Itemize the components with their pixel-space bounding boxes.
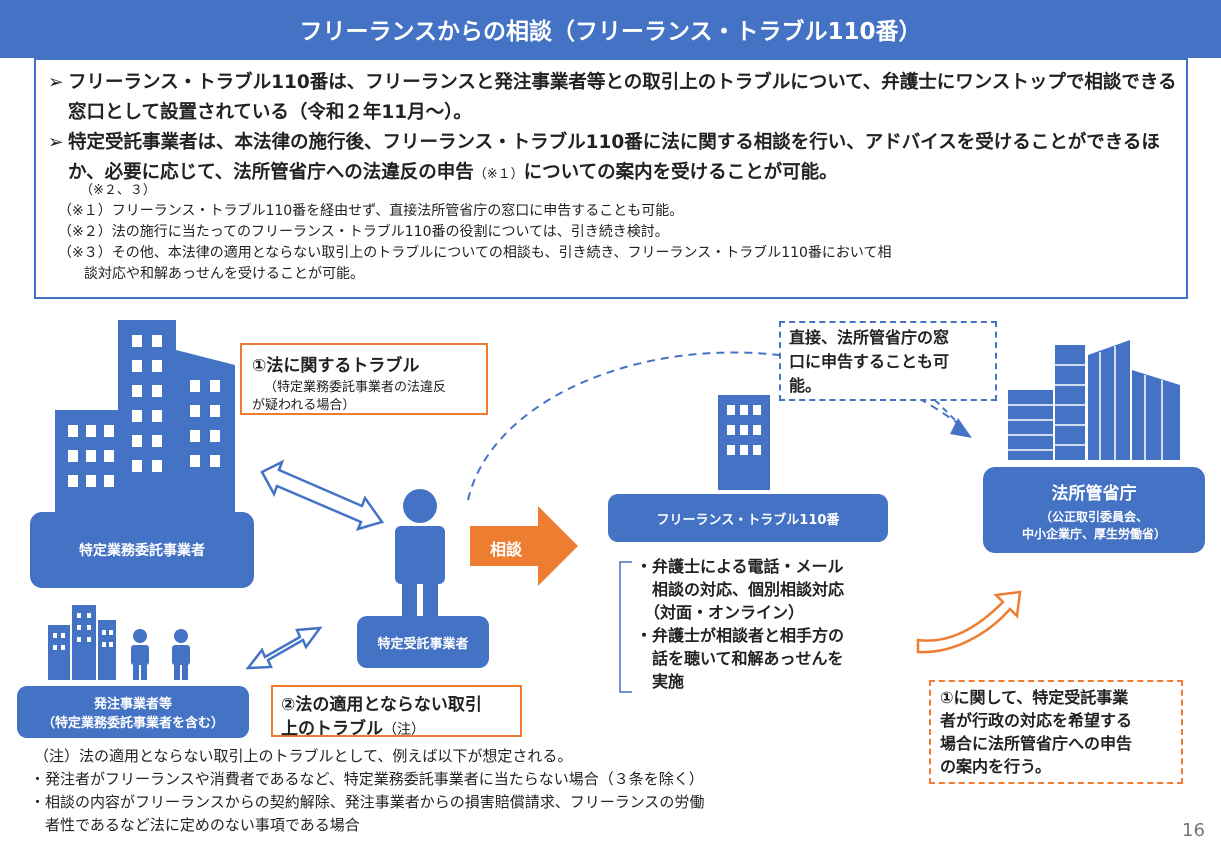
arrow-bullet-icon: ➢	[48, 72, 64, 93]
service-line: ・弁護士が相談者と相手方の	[636, 626, 845, 645]
hotline-box: フリーランス・トラブル110番	[608, 494, 888, 542]
service-line: （対面・オンライン）	[636, 603, 805, 622]
freelancer-person-icon	[395, 489, 445, 625]
double-arrow-upper-icon	[260, 459, 385, 531]
page-title: フリーランスからの相談（フリーランス・トラブル110番）	[0, 0, 1221, 58]
orderer-person-icon	[131, 629, 190, 680]
ministry-title: 法所管省庁	[1051, 483, 1137, 504]
direct-report-callout: 直接、法所管省庁の窓 口に申告することも可 能。	[779, 321, 997, 401]
hotline-building-icon	[718, 395, 770, 490]
service-line: ・弁護士による電話・メール	[636, 557, 844, 576]
trouble1-sub1: （特定業務委託事業者の法違反	[264, 380, 447, 395]
note-1: （※１）フリーランス・トラブル110番を経由せず、直接法所管省庁の窓口に申告する…	[58, 203, 684, 219]
footnote-item-1: ・発注者がフリーランスや消費者であるなど、特定業務委託事業者に当たらない場合（３…	[30, 770, 704, 788]
footnote-item-2-cont: 者性であるなど法に定めのない事項である場合	[30, 816, 360, 834]
summary-bullet-2: ➢ 特定受託事業者は、本法律の施行後、フリーランス・トラブル110番に法に関する…	[48, 128, 1183, 190]
trouble1-sub2: が疑われる場合）	[252, 398, 356, 413]
ministry-box: 法所管省庁 （公正取引委員会、 中小企業庁、厚生労働省）	[983, 467, 1205, 553]
hotline-services-list: ・弁護士による電話・メール 相談の対応、個別相談対応 （対面・オンライン） ・弁…	[636, 555, 906, 693]
note-3: （※３）その他、本法律の適用とならない取引上のトラブルについての相談も、引き続き…	[58, 245, 892, 261]
freelancer-box: 特定受託事業者	[357, 616, 489, 668]
ministry-sub1: （公正取引委員会、	[1039, 509, 1148, 524]
outsourcer-building-icon	[55, 320, 235, 520]
consult-label: 相談	[489, 540, 522, 559]
ref-note-1: （※１）	[473, 167, 524, 182]
service-line: 相談の対応、個別相談対応	[636, 580, 845, 599]
footnote: （注）法の適用とならない取引上のトラブルとして、例えば以下が想定される。 ・発注…	[30, 745, 910, 837]
arrow-bullet-icon: ➢	[48, 132, 64, 153]
footnote-item-2: ・相談の内容がフリーランスからの契約解除、発注事業者からの損害賠償請求、フリーラ…	[30, 793, 705, 811]
summary-box: ➢ フリーランス・トラブル110番は、フリーランスと発注事業者等との取引上のトラ…	[34, 58, 1188, 299]
service-line: 実施	[636, 672, 685, 691]
trouble2-box: ②法の適用とならない取引 上のトラブル（注）	[271, 685, 522, 739]
orderer-box: 発注事業者等 （特定業務委託事業者を含む）	[17, 686, 249, 738]
services-bracket	[619, 561, 632, 693]
ref-note-2-3: （※２、３）	[80, 183, 156, 198]
trouble2-line1: ②法の適用とならない取引	[281, 695, 482, 715]
note-2: （※２）法の施行に当たってのフリーランス・トラブル110番の役割については、引き…	[58, 224, 669, 240]
page-number: 16	[1182, 820, 1205, 841]
ministry-building-icon	[1008, 340, 1180, 460]
footnote-intro: （注）法の適用とならない取引上のトラブルとして、例えば以下が想定される。	[34, 747, 573, 765]
direct-report-dashed-curve	[467, 351, 961, 501]
orderer-building-icon	[48, 605, 116, 680]
trouble1-box: ①法に関するトラブル （特定業務委託事業者の法違反 が疑われる場合）	[240, 343, 488, 415]
dashed-arrowhead-icon	[950, 418, 972, 438]
ministry-sub2: 中小企業庁、厚生労働省）	[1021, 526, 1166, 541]
note-3-cont: 談対応や和解あっせんを受けることが可能。	[84, 266, 364, 282]
direct-callout-pointer	[934, 399, 966, 431]
diagram-graphics	[48, 320, 1180, 693]
outsourcer-box: 特定業務委託事業者	[30, 512, 254, 588]
guidance-callout: ①に関して、特定受託事業 者が行政の対応を希望する 場合に法所管省庁への申告 の…	[929, 680, 1183, 784]
summary-bullet-1: ➢ フリーランス・トラブル110番は、フリーランスと発注事業者等との取引上のトラ…	[48, 68, 1183, 128]
trouble2-line2: 上のトラブル（注）	[281, 719, 425, 739]
trouble1-title: ①法に関するトラブル	[252, 356, 420, 376]
service-line: 話を聴いて和解あっせんを	[636, 649, 844, 668]
guidance-curved-arrow-icon	[916, 590, 1022, 654]
consult-arrow-icon	[470, 506, 578, 586]
double-arrow-lower-icon	[245, 626, 323, 670]
